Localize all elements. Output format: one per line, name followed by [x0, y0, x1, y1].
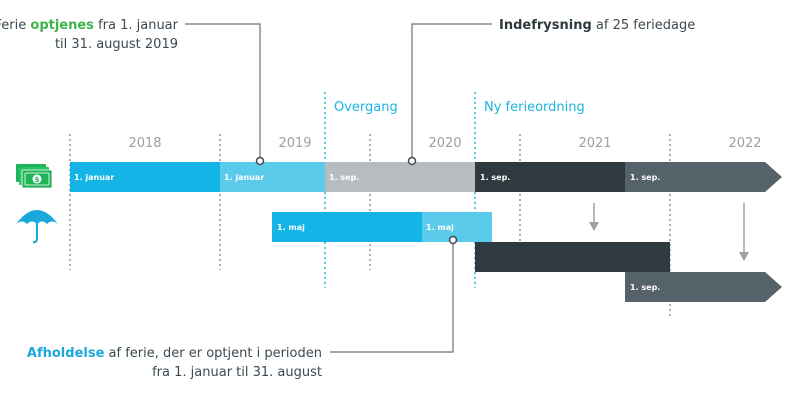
down-arrow-2021: [589, 203, 599, 231]
down-arrow-2022: [739, 203, 749, 261]
segment-label-earn-2018: 1. januar: [74, 173, 114, 182]
segment-new-2021-arrow: [625, 162, 782, 192]
year-label-2021: 2021: [578, 136, 611, 151]
segment-earn-2019: [220, 162, 325, 192]
callout-line-freeze: [411, 23, 492, 160]
segment-transition: [325, 162, 475, 192]
segment-earn-2018: [70, 162, 220, 192]
segment-label-earn-2019: 1. januar: [224, 173, 264, 182]
callout-holiday-line2: fra 1. januar til 31. august: [152, 365, 322, 380]
segment-new-2020: [475, 162, 625, 192]
callout-earning-line2: til 31. august 2019: [55, 37, 178, 52]
segment-label-lower-2021: 1. sep.: [630, 283, 660, 292]
callout-lines: [185, 23, 492, 353]
umbrella-icon: [16, 210, 58, 244]
segment-use-2019: [272, 212, 422, 242]
segment-new-use-2021: [475, 242, 670, 272]
money-icon: $: [16, 164, 53, 189]
callout-holiday-line1: Afholdelse af ferie, der er optjent i pe…: [27, 346, 322, 361]
earning-row: 1. januar 1. januar 1. sep. 1. sep. 1. s…: [70, 162, 782, 192]
new-scheme-holiday: 1. sep.: [475, 242, 782, 302]
callout-dot-earning: [255, 156, 265, 166]
year-label-2018: 2018: [128, 136, 161, 151]
callout-dot-freeze: [407, 156, 417, 166]
year-label-2022: 2022: [728, 136, 761, 151]
callout-earning-line1: Ferie optjenes fra 1. januar: [0, 18, 179, 33]
segment-label-use-2020: 1. maj: [426, 223, 454, 232]
callout-line-holiday: [330, 240, 454, 353]
svg-text:$: $: [35, 176, 40, 184]
year-label-2020: 2020: [428, 136, 461, 151]
callout-freeze: Indefrysning af 25 feriedage: [499, 18, 695, 33]
phase-label-new-scheme: Ny ferieordning: [484, 100, 585, 115]
year-label-2019: 2019: [278, 136, 311, 151]
segment-label-transition: 1. sep.: [329, 173, 359, 182]
holiday-row: 1. maj 1. maj: [272, 212, 492, 242]
segment-label-new-2021: 1. sep.: [630, 173, 660, 182]
phase-label-transition: Overgang: [334, 100, 398, 115]
segment-label-new-2020: 1. sep.: [480, 173, 510, 182]
callout-dot-holiday: [448, 235, 458, 245]
segment-label-use-2019: 1. maj: [277, 223, 305, 232]
segment-use-2020: [422, 212, 492, 242]
callout-line-earning: [185, 23, 261, 160]
segment-new-use-2022-arrow: [625, 272, 782, 302]
